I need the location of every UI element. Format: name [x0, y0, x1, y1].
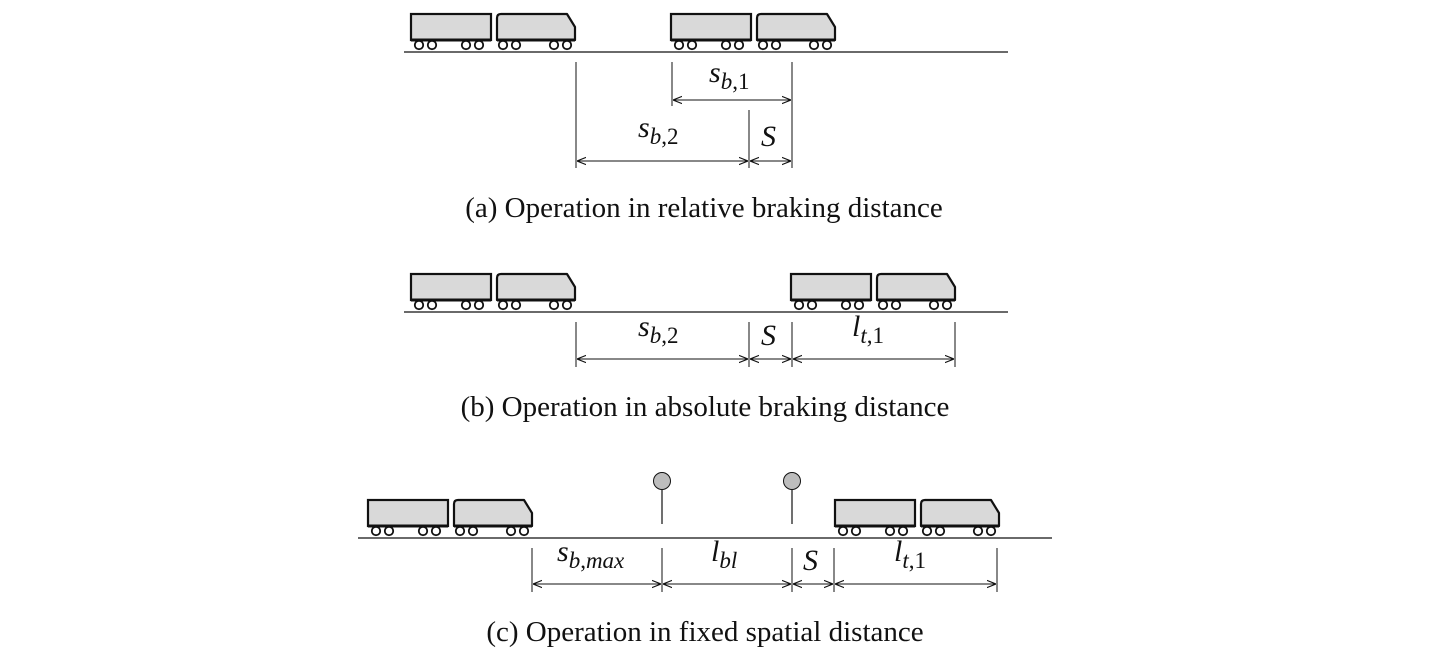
wheel-icon: [561, 39, 573, 51]
wheel-icon: [426, 299, 438, 311]
panel-c: sb,max lbl S lt,1 (c) Operation in fixed…: [358, 472, 1052, 648]
train-car-box: [409, 272, 493, 311]
wheel-icon: [430, 525, 442, 537]
train-front: [789, 272, 957, 311]
wheel-icon: [821, 39, 833, 51]
wheel-icon: [770, 39, 782, 51]
wheel-icon: [934, 525, 946, 537]
label-lbl: lbl: [711, 535, 737, 573]
wheel-icon: [426, 39, 438, 51]
wheel-icon: [383, 525, 395, 537]
panel-a: sb,1 sb,2 S (a) Operation in relative br…: [404, 12, 1008, 224]
wheel-icon: [548, 39, 560, 51]
train-car-box: [409, 12, 493, 51]
label-sb1: sb,1: [709, 56, 749, 94]
car-body: [452, 498, 534, 528]
car-body: [833, 498, 917, 528]
wheel-icon: [884, 525, 896, 537]
car-body: [789, 272, 873, 302]
wheel-icon: [757, 39, 769, 51]
wheel-icon: [806, 299, 818, 311]
train-car-box: [789, 272, 873, 311]
train-car-nose: [452, 498, 534, 537]
wheel-icon: [413, 39, 425, 51]
train-car-nose: [495, 272, 577, 311]
wheel-icon: [473, 39, 485, 51]
car-body: [495, 272, 577, 302]
wheel-icon: [413, 299, 425, 311]
car-body: [919, 498, 1001, 528]
wheel-icon: [837, 525, 849, 537]
label-lt1: lt,1: [894, 535, 926, 573]
panel-b: sb,2 S lt,1 (b) Operation in absolute br…: [404, 272, 1008, 423]
wheel-icon: [497, 299, 509, 311]
wheel-icon: [510, 299, 522, 311]
wheel-icon: [890, 299, 902, 311]
signal-lamp-icon: [783, 472, 801, 490]
wheel-icon: [497, 39, 509, 51]
wheel-icon: [877, 299, 889, 311]
label-sb2: sb,2: [638, 310, 678, 348]
signal-lamp-icon: [653, 472, 671, 490]
label-sb2: sb,2: [638, 111, 678, 149]
wheel-icon: [921, 525, 933, 537]
wheel-icon: [370, 525, 382, 537]
train-car-nose: [495, 12, 577, 51]
car-body: [409, 272, 493, 302]
wheel-icon: [417, 525, 429, 537]
wheel-icon: [850, 525, 862, 537]
wheel-icon: [510, 39, 522, 51]
wheel-icon: [840, 299, 852, 311]
car-body: [495, 12, 577, 42]
car-body: [755, 12, 837, 42]
caption-b: (b) Operation in absolute braking distan…: [461, 391, 950, 423]
wheel-icon: [460, 299, 472, 311]
train-car-nose: [755, 12, 837, 51]
caption-c: (c) Operation in fixed spatial distance: [486, 616, 923, 648]
train-rear: [409, 12, 577, 51]
train-front: [833, 498, 1001, 537]
wheel-icon: [454, 525, 466, 537]
wheel-icon: [467, 525, 479, 537]
wheel-icon: [793, 299, 805, 311]
label-S: S: [761, 120, 776, 153]
train-front: [669, 12, 837, 51]
train-car-box: [833, 498, 917, 537]
train-rear: [366, 498, 534, 537]
wheel-icon: [548, 299, 560, 311]
train-car-box: [366, 498, 450, 537]
signal-2: [783, 472, 801, 524]
label-lt1: lt,1: [852, 310, 884, 348]
wheel-icon: [561, 299, 573, 311]
car-body: [669, 12, 753, 42]
wheel-icon: [897, 525, 909, 537]
label-sbmax: sb,max: [557, 535, 625, 573]
wheel-icon: [808, 39, 820, 51]
wheel-icon: [460, 39, 472, 51]
wheel-icon: [928, 299, 940, 311]
train-car-box: [669, 12, 753, 51]
wheel-icon: [733, 39, 745, 51]
signal-1: [653, 472, 671, 524]
wheel-icon: [720, 39, 732, 51]
wheel-icon: [518, 525, 530, 537]
label-S: S: [761, 319, 776, 352]
car-body: [875, 272, 957, 302]
train-rear: [409, 272, 577, 311]
train-car-nose: [919, 498, 1001, 537]
label-S: S: [803, 544, 818, 577]
wheel-icon: [972, 525, 984, 537]
wheel-icon: [853, 299, 865, 311]
wheel-icon: [673, 39, 685, 51]
caption-a: (a) Operation in relative braking distan…: [465, 192, 943, 224]
train-car-nose: [875, 272, 957, 311]
wheel-icon: [941, 299, 953, 311]
car-body: [409, 12, 493, 42]
wheel-icon: [505, 525, 517, 537]
wheel-icon: [686, 39, 698, 51]
car-body: [366, 498, 450, 528]
wheel-icon: [985, 525, 997, 537]
wheel-icon: [473, 299, 485, 311]
